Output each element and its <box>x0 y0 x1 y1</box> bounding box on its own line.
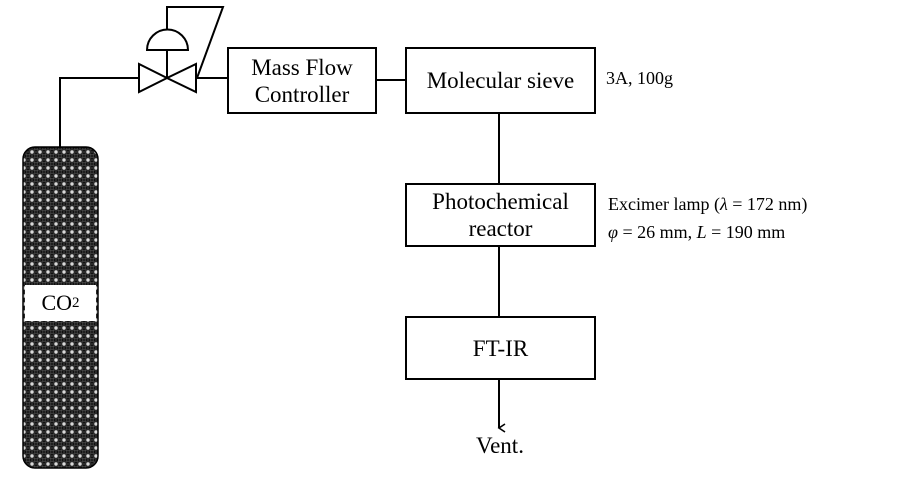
mfc-label-line1: Mass Flow <box>251 54 353 80</box>
photochemical-reactor-block: Photochemical reactor <box>405 183 596 247</box>
vent-label: Vent. <box>476 433 524 458</box>
reactor-label-line1: Photochemical <box>432 189 569 214</box>
mfc-label-line2: Controller <box>254 81 350 107</box>
lambda-symbol: λ <box>719 194 728 214</box>
reactor-note-line2: φ = 26 mm, L = 190 mm <box>608 218 807 246</box>
sieve-label: Molecular sieve <box>426 68 575 93</box>
wavelength-value: = 172 nm) <box>727 194 808 214</box>
mass-flow-controller-block: Mass Flow Controller <box>227 47 377 114</box>
reactor-note: Excimer lamp (λ = 172 nm) φ = 26 mm, L =… <box>608 190 807 246</box>
ftir-label: FT-IR <box>472 335 529 361</box>
co2-label-main: CO <box>41 290 73 315</box>
lamp-text: Excimer lamp ( <box>608 194 720 214</box>
reactor-note-line1: Excimer lamp (λ = 172 nm) <box>608 190 807 218</box>
length-value: = 190 mm <box>706 222 786 242</box>
pipe-cylinder-to-valve <box>59 77 139 147</box>
diameter-value: = 26 mm, <box>617 222 697 242</box>
length-symbol: L <box>696 222 707 242</box>
molecular-sieve-block: Molecular sieve <box>405 47 596 114</box>
phi-symbol: φ <box>608 222 618 242</box>
sieve-note: 3A, 100g <box>606 68 673 88</box>
ftir-block: FT-IR <box>405 316 596 380</box>
reactor-label-line2: reactor <box>468 216 533 241</box>
co2-label-subscript: 2 <box>72 294 80 311</box>
control-valve-icon <box>138 6 225 94</box>
